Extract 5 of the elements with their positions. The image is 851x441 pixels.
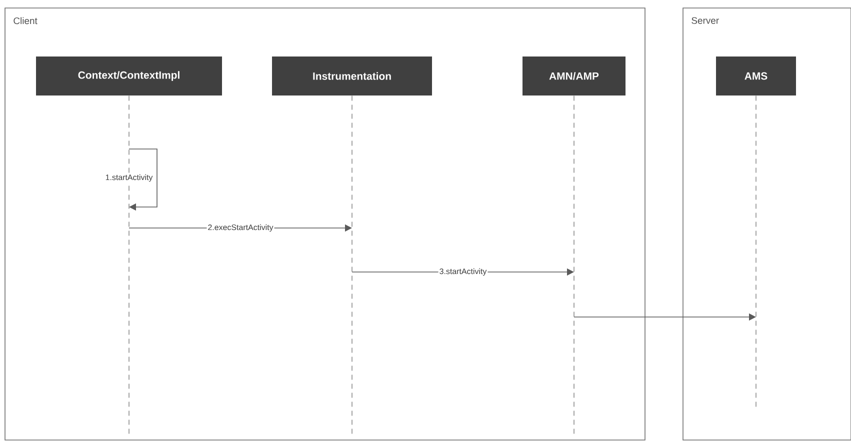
self-arrow	[128, 148, 158, 211]
participant-box: AMS	[716, 56, 796, 96]
participant-box: AMN/AMP	[522, 56, 626, 96]
participant-box: Instrumentation	[272, 56, 432, 96]
participant-box: Context/ContextImpl	[36, 56, 222, 96]
